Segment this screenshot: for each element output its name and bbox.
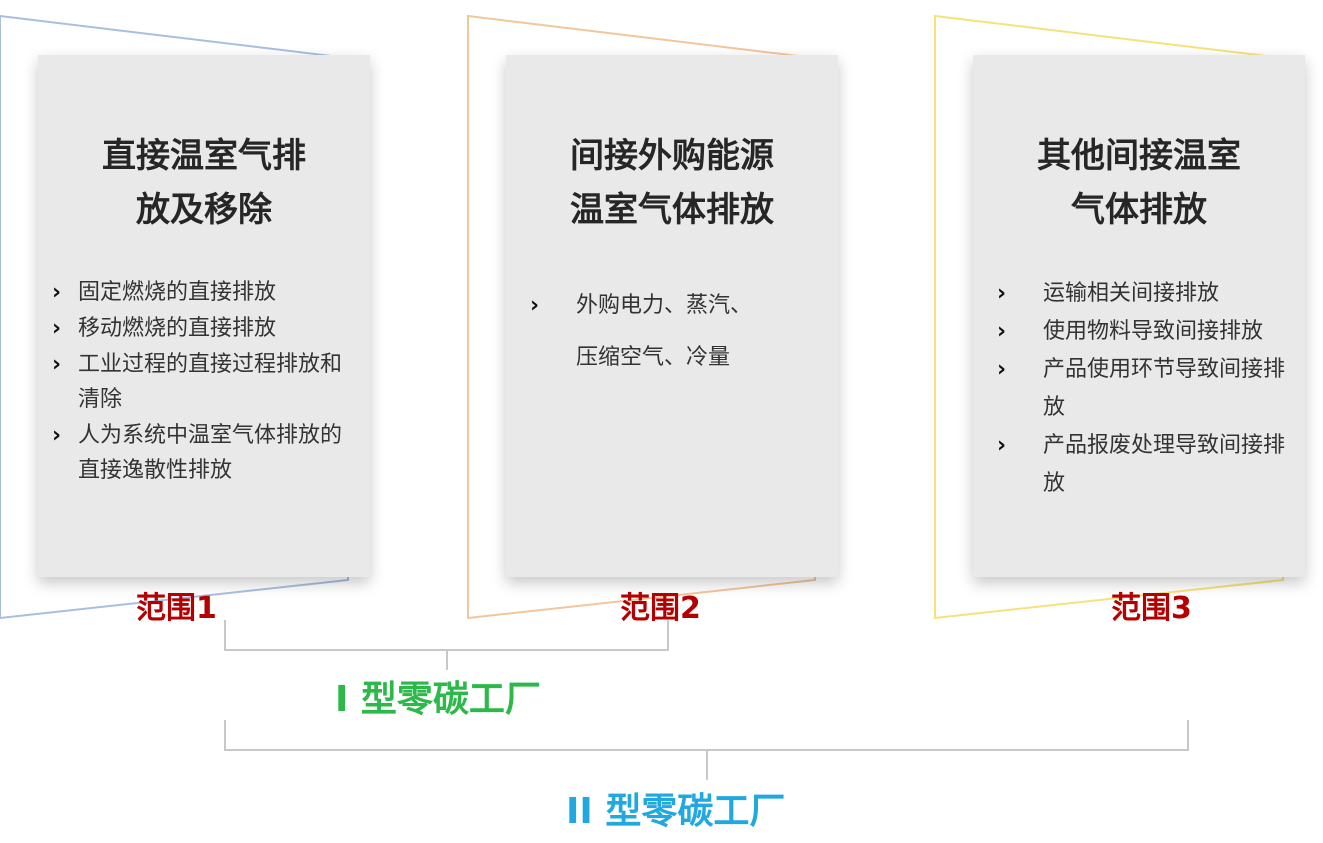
scope1-item: › 固定燃烧的直接排放 [52, 275, 344, 310]
scope2-frame [467, 14, 816, 620]
scope3-label: 范围3 [1111, 591, 1192, 626]
chevron-right-icon: › [997, 319, 1007, 344]
scope3-bullet-list: › 运输相关间接排放 › 使用物料导致间接排放 › 产品使用环节导致间接排放 ›… [997, 275, 1297, 503]
scope3-card: 其他间接温室 气体排放 › 运输相关间接排放 › 使用物料导致间接排放 › 产品… [973, 55, 1305, 577]
scope3-title: 其他间接温室 气体排放 [1037, 136, 1241, 230]
scope2-card: 间接外购能源 温室气体排放 › 外购电力、蒸汽、压缩空气、冷量 [506, 55, 838, 577]
scope1-item: › 人为系统中温室气体排放的直接逸散性排放 [52, 418, 344, 488]
scope1-item: › 移动燃烧的直接排放 [52, 311, 344, 346]
chevron-right-icon: › [52, 352, 62, 377]
scope2-item: › 外购电力、蒸汽、压缩空气、冷量 [530, 280, 770, 384]
chevron-right-icon: › [997, 357, 1007, 382]
type2-factory-label: II 型零碳工厂 [566, 791, 786, 832]
chevron-right-icon: › [52, 280, 62, 305]
scope1-title: 直接温室气排 放及移除 [102, 136, 306, 230]
scope3-item: › 使用物料导致间接排放 [997, 313, 1297, 351]
scope1-item: › 工业过程的直接过程排放和清除 [52, 347, 344, 417]
scope1-bullet-list: › 固定燃烧的直接排放 › 移动燃烧的直接排放 › 工业过程的直接过程排放和清除… [52, 275, 344, 488]
scope1-frame [0, 14, 349, 620]
scope2-label: 范围2 [620, 591, 701, 626]
scope3-item: › 产品报废处理导致间接排放 [997, 427, 1297, 503]
chevron-right-icon: › [530, 293, 540, 318]
chevron-right-icon: › [52, 316, 62, 341]
scope2-title: 间接外购能源 温室气体排放 [570, 136, 774, 230]
scope3-frame [934, 14, 1284, 620]
type1-factory-label: I 型零碳工厂 [335, 679, 541, 720]
scope1-card: 直接温室气排 放及移除 › 固定燃烧的直接排放 › 移动燃烧的直接排放 › 工业… [38, 55, 370, 577]
scope3-item: › 产品使用环节导致间接排放 [997, 351, 1297, 427]
chevron-right-icon: › [997, 281, 1007, 306]
chevron-right-icon: › [52, 423, 62, 448]
scope2-bullet-list: › 外购电力、蒸汽、压缩空气、冷量 [530, 280, 770, 384]
scope3-item: › 运输相关间接排放 [997, 275, 1297, 313]
chevron-right-icon: › [997, 433, 1007, 458]
scope1-label: 范围1 [136, 591, 217, 626]
